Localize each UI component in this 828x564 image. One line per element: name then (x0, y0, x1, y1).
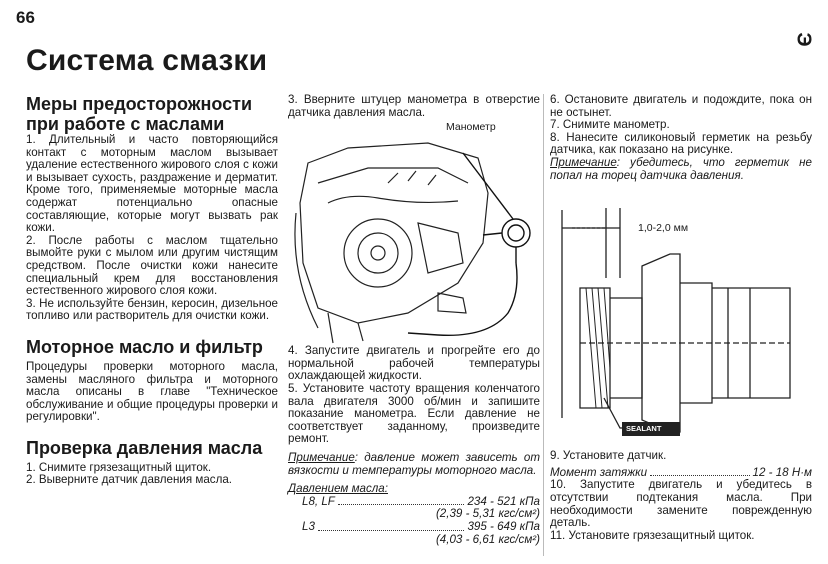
paragraph: 3. Не используйте бензин, керосин, дизел… (26, 296, 278, 323)
page-title: Система смазки (26, 44, 268, 77)
paragraph: 10. Запустите двигатель и убедитесь в от… (550, 478, 812, 530)
paragraph: 3. Вверните штуцер манометра в отверстие… (288, 93, 540, 119)
torque-row: Момент затяжки 12 - 18 Н·м (550, 465, 813, 480)
column-divider (543, 94, 544, 556)
note: Примечание: давление может зависеть от в… (288, 450, 540, 477)
engine-drawing (294, 142, 531, 344)
spec-name: L3 (302, 519, 315, 533)
note: Примечание: убедитесь, что герметик не п… (550, 155, 812, 182)
leader-dots (317, 521, 465, 531)
spec-name: L8, LF (302, 494, 335, 508)
column-right: 6. Остановите двигатель и подождите, пок… (550, 93, 813, 542)
note-label: Примечание (288, 450, 355, 464)
heading-precautions: Меры предосторожности при работе с масла… (26, 94, 253, 134)
pressure-label: Давлением масла: (288, 482, 388, 496)
paragraph: 1. Снимите грязезащитный щиток. (26, 460, 212, 474)
paragraph: 5. Установите частоту вращения коленчато… (288, 381, 540, 446)
margin-mark: Э (792, 32, 815, 47)
paragraph: 2. Выверните датчик давления масла. (26, 473, 233, 487)
heading-pressure-check: Проверка давления масла (26, 437, 263, 458)
paragraph: 2. После работы с маслом тщательно вымой… (26, 233, 278, 298)
leader-dots (650, 467, 750, 477)
spec-value: 395 - 649 кПа (467, 519, 540, 533)
paragraph: 11. Установите грязезащитный щиток. (550, 528, 755, 542)
sensor-drawing (561, 208, 791, 437)
paragraph: 1. Длительный и часто повторяющийся конт… (26, 133, 278, 235)
paragraph: 9. Установите датчик. (550, 449, 667, 463)
spec-sub: (2,39 - 5,31 кгс/см²) (435, 507, 540, 521)
paragraph: 7. Снимите манометр. (550, 118, 670, 132)
spec-row-l3: L3 395 - 649 кПа (288, 519, 540, 534)
paragraph: Процедуры проверки моторного масла, заме… (26, 359, 278, 424)
note-label: Примечание (550, 155, 617, 169)
paragraph: 4. Запустите двигатель и прогрейте его д… (288, 344, 540, 383)
spec-row-l8: L8, LF 234 - 521 кПа (288, 494, 540, 509)
engine-gauge-figure: Манометр (288, 121, 540, 345)
sensor-figure: 1,0-2,0 мм SEALANT (550, 188, 812, 450)
dimension-label: 1,0-2,0 мм (638, 222, 689, 235)
sealant-label: SEALANT (626, 424, 662, 434)
gauge-callout-label: Манометр (446, 121, 496, 134)
torque-value: 12 - 18 Н·м (752, 465, 813, 479)
spec-value: 234 - 521 кПа (467, 494, 540, 508)
note-text: : давление может зависеть от вязкости и … (288, 450, 540, 477)
leader-dots (337, 496, 465, 506)
column-middle: 3. Вверните штуцер манометра в отверстие… (288, 93, 540, 546)
column-left: Меры предосторожности при работе с масла… (26, 94, 278, 487)
paragraph: 8. Нанесите силиконовый герметик на резь… (550, 130, 812, 157)
page-number: 66 (16, 8, 35, 27)
note-text: : убедитесь, что герметик не попал на то… (550, 155, 812, 182)
paragraph: 6. Остановите двигатель и подождите, пок… (550, 93, 812, 119)
spec-sub: (4,03 - 6,61 кгс/см²) (435, 532, 540, 546)
torque-label: Момент затяжки (550, 465, 648, 479)
heading-oil-filter: Моторное масло и фильтр (26, 336, 263, 357)
